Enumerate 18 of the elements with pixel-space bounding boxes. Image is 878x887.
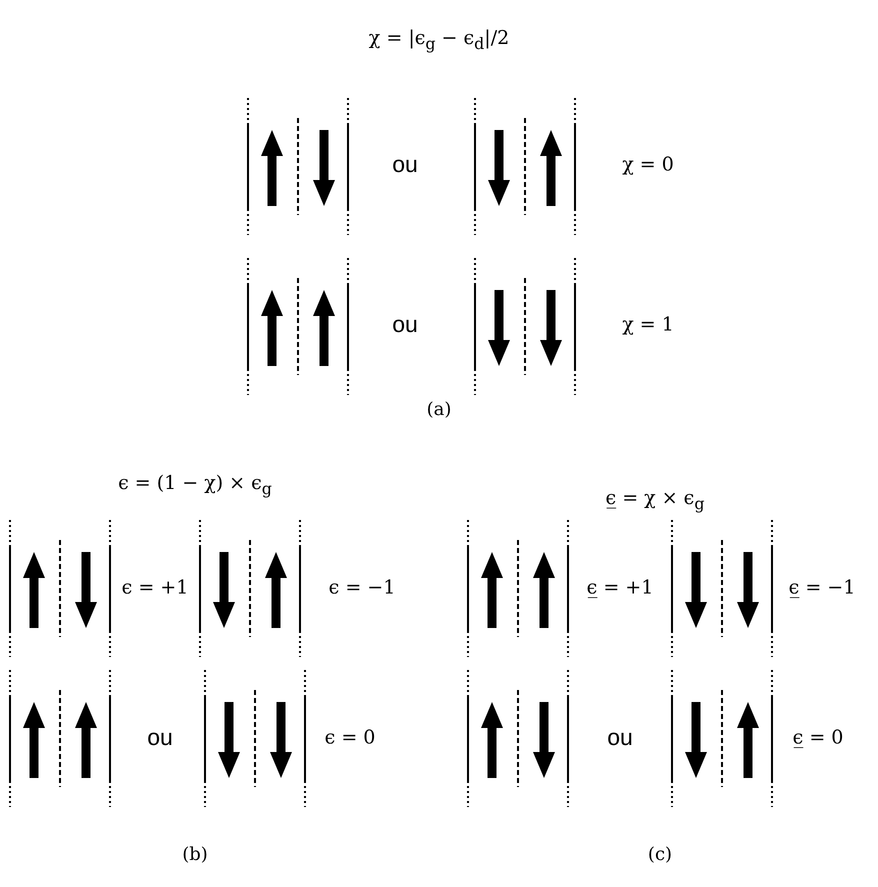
panel-caption: (b)	[182, 844, 208, 866]
math-label: ϵ = −1	[328, 576, 396, 600]
math-label: ϵ = (1 − χ) × ϵ$_{g}$	[118, 472, 272, 498]
connective-word: ou	[392, 151, 418, 179]
connective-word: ou	[147, 724, 173, 752]
panel-caption: (c)	[648, 844, 672, 866]
math-label: ϵ̲ = −1	[788, 576, 856, 600]
math-label: ϵ̲ = χ × ϵ$_{g}$	[606, 487, 704, 513]
math-label: ϵ = 0	[324, 726, 376, 750]
panel-caption: (a)	[426, 399, 452, 421]
connective-word: ou	[607, 724, 633, 752]
math-label: χ = 0	[622, 154, 674, 176]
math-label: ϵ = +1	[122, 576, 188, 600]
math-label: χ = 1	[622, 314, 674, 336]
math-label: χ = |ϵ$_{g}$ − ϵ$_{d}$|/2	[368, 27, 510, 53]
math-label: ϵ̲ = 0	[792, 726, 844, 750]
math-label: ϵ̲ = +1	[586, 576, 654, 600]
connective-word: ou	[392, 311, 418, 339]
